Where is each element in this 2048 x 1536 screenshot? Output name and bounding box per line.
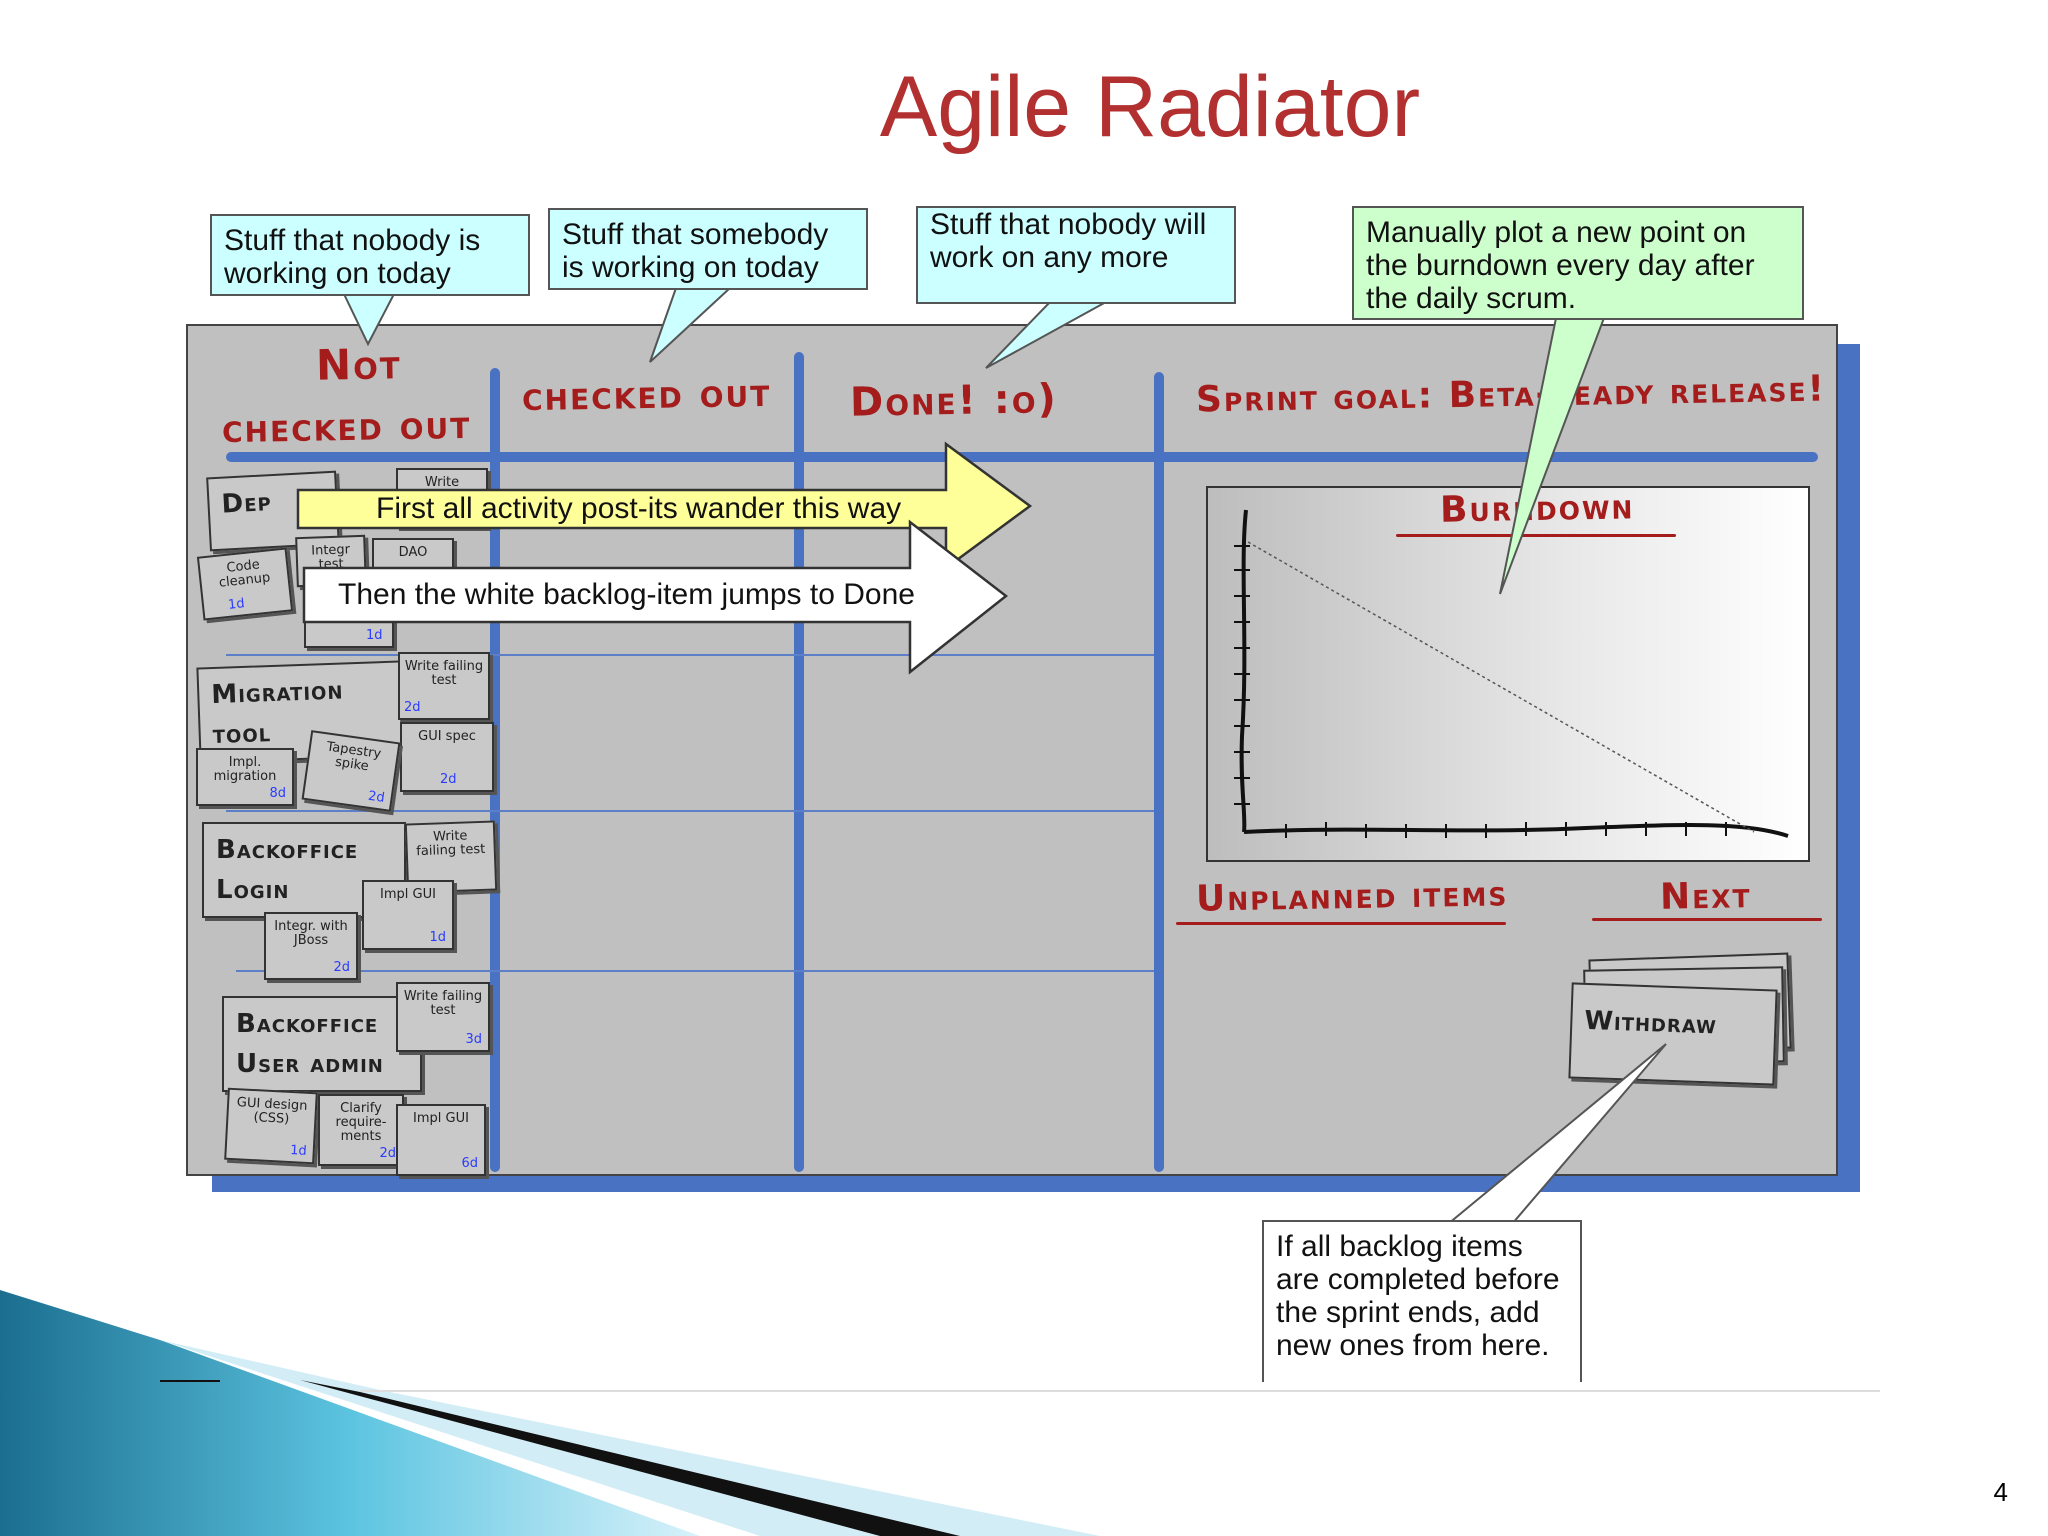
story-card-backoffice-login[interactable]: Backoffice Login	[202, 822, 406, 918]
task-label: Integr. with JBoss	[274, 919, 348, 948]
slide-title: Agile Radiator	[879, 59, 1421, 155]
task-estimate: 1d	[366, 628, 383, 643]
callout-checked-out: Stuff that somebody is working on today	[548, 208, 868, 290]
task-card[interactable]: GUI spec 2d	[400, 722, 494, 792]
row-divider-1	[226, 654, 1154, 656]
task-estimate: 2d	[379, 1146, 396, 1161]
task-label: DAO	[398, 545, 428, 560]
white-arrow	[302, 519, 1009, 675]
callout-not-checked-out: Stuff that nobody is working on today	[210, 214, 530, 296]
task-card[interactable]: Integr. with JBoss 2d	[264, 912, 358, 980]
task-label: Impl GUI	[380, 887, 436, 902]
task-card[interactable]: Write failing test 2d	[398, 652, 490, 720]
column-divider-3	[1154, 372, 1164, 1172]
yellow-arrow	[296, 441, 1033, 570]
slide-number: 4	[1993, 1477, 2008, 1507]
task-card[interactable]: Impl. migration 8d	[196, 748, 294, 806]
task-estimate: 2d	[404, 700, 421, 715]
yellow-arrow-label: First all activity post-its wander this …	[376, 492, 902, 525]
task-label: Write failing test	[404, 659, 484, 688]
task-label: GUI spec	[418, 729, 476, 744]
task-label: Impl. migration	[213, 755, 277, 784]
task-label: Impl GUI	[413, 1111, 469, 1126]
unplanned-underline	[1176, 922, 1506, 925]
callout-next: If all backlog items are completed befor…	[1262, 1220, 1582, 1382]
task-card[interactable]: Impl GUI 1d	[362, 880, 454, 950]
decorative-swoosh	[0, 1290, 1880, 1536]
row-divider-3	[236, 970, 1154, 972]
task-label: Clarify require-ments	[335, 1101, 387, 1144]
task-estimate: 2d	[333, 960, 350, 975]
callout-burndown: Manually plot a new point on the burndow…	[1352, 206, 1804, 320]
story-card-backoffice-user-admin[interactable]: Backoffice User admin	[222, 996, 422, 1092]
task-card[interactable]: Write failing test 3d	[396, 982, 490, 1052]
callout-done: Stuff that nobody will work on any more	[916, 206, 1236, 304]
next-underline	[1592, 918, 1822, 921]
column-divider-2	[794, 352, 804, 1172]
task-estimate: 8d	[269, 786, 286, 801]
task-estimate: 1d	[429, 930, 446, 945]
task-estimate: 2d	[440, 772, 457, 787]
task-card[interactable]: Impl GUI 6d	[396, 1104, 486, 1176]
row-divider-2	[226, 810, 1154, 812]
task-estimate: 6d	[461, 1156, 478, 1171]
task-label: Write	[424, 475, 460, 490]
task-label: Write failing test	[403, 989, 483, 1018]
task-card[interactable]: Clarify require-ments 2d	[318, 1094, 404, 1166]
header-divider	[226, 452, 1818, 462]
burndown-chart	[1206, 486, 1810, 862]
white-arrow-label: Then the white backlog-item jumps to Don…	[338, 578, 915, 611]
task-estimate: 3d	[465, 1032, 482, 1047]
column-divider-1	[490, 368, 500, 1172]
burndown-underline	[1396, 534, 1676, 537]
burndown-plot	[1234, 509, 1789, 838]
